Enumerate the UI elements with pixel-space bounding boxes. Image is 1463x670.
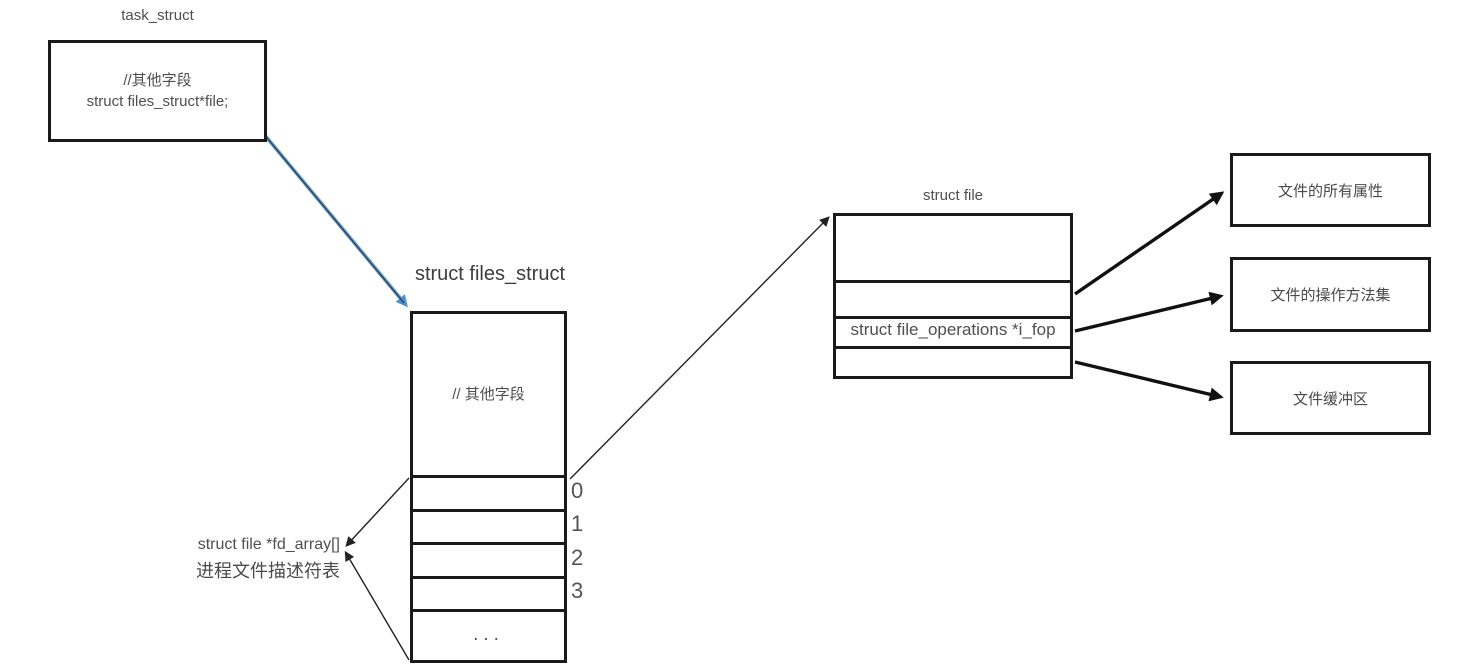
fd-index-3: 3 xyxy=(571,578,584,603)
arrow-file-to-operations xyxy=(1074,291,1224,333)
struct-file-box: struct file_operations *i_fop xyxy=(833,213,1073,379)
struct-file-title: struct file xyxy=(922,187,983,204)
file-operations-label: 文件的操作方法集 xyxy=(1270,287,1391,304)
arrow-fd0-to-struct-file xyxy=(569,216,830,480)
file-attributes-box: 文件的所有属性 xyxy=(1230,153,1431,227)
fd-row-divider xyxy=(413,609,564,612)
file-row-divider xyxy=(836,316,1070,319)
files-struct-title: struct files_struct xyxy=(414,263,566,285)
fd-row-divider xyxy=(413,542,564,545)
fd-array-ellipsis: ... xyxy=(473,624,504,645)
line-fdarray-top xyxy=(345,477,410,547)
fd-index-1: 1 xyxy=(571,511,584,536)
arrow-file-to-buffer xyxy=(1074,360,1224,402)
fd-array-caption: 进程文件描述符表 xyxy=(196,561,340,581)
fd-index-0: 0 xyxy=(571,478,584,503)
task-struct-comment: //其他字段 xyxy=(123,72,192,89)
file-buffer-label: 文件缓冲区 xyxy=(1292,390,1368,408)
file-buffer-box: 文件缓冲区 xyxy=(1230,361,1431,435)
task-struct-title: task_struct xyxy=(121,7,194,24)
arrow-task-to-files-struct-core xyxy=(242,108,405,304)
files-struct-comment: // 其他字段 xyxy=(452,386,525,403)
fd-array-field-label: struct file *fd_array[] xyxy=(197,536,340,553)
task-struct-file-field: struct files_struct*file; xyxy=(86,93,229,110)
arrow-file-to-attributes xyxy=(1074,191,1225,296)
arrow-task-to-files-struct xyxy=(241,107,408,308)
line-fdarray-bottom xyxy=(344,550,410,661)
file-attributes-label: 文件的所有属性 xyxy=(1277,182,1383,200)
file-operations-box: 文件的操作方法集 xyxy=(1230,257,1431,332)
file-row-divider xyxy=(836,346,1070,349)
fd-row-divider xyxy=(413,576,564,579)
fd-row-divider xyxy=(413,475,564,478)
struct-file-ifop-field: struct file_operations *i_fop xyxy=(850,320,1056,339)
files-struct-box: // 其他字段 ... xyxy=(410,311,567,663)
fd-row-divider xyxy=(413,509,564,512)
fd-index-2: 2 xyxy=(571,545,584,570)
file-row-divider xyxy=(836,280,1070,283)
task-struct-box: //其他字段 struct files_struct*file; xyxy=(48,40,267,142)
